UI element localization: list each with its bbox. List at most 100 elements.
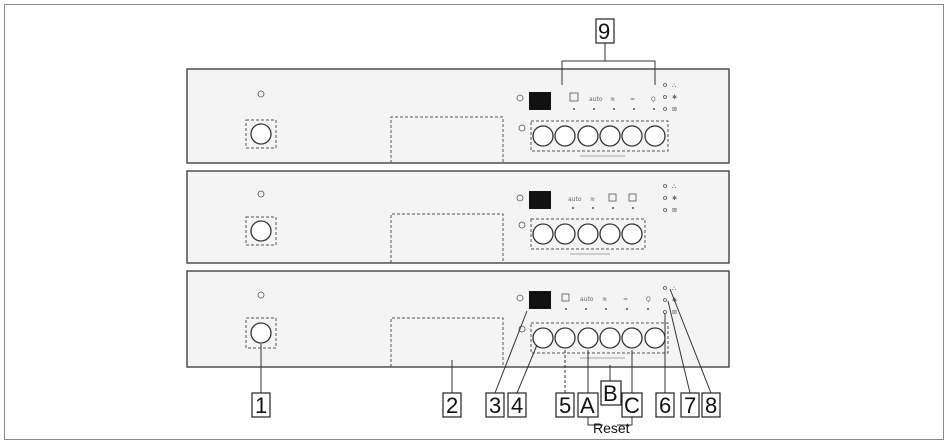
reset-bracket-right [617,417,633,426]
program-icons-middle: auto ≋ [568,193,637,209]
callout-4-box [507,392,527,418]
status-led [663,298,667,302]
program-icon [561,293,570,302]
status-led [663,107,667,111]
callout-leaders [260,288,712,426]
program-button[interactable] [621,223,643,245]
led [612,207,614,209]
callout-A: A [580,393,595,418]
program-icon [569,92,579,102]
callout-7: 7 [684,393,696,418]
led [585,308,587,310]
program-button[interactable] [532,125,554,147]
time-display [529,191,551,209]
status-led [663,95,667,99]
led [633,108,635,110]
program-icons-bottom: auto ≋ ≈ Ϙ [561,293,651,310]
leader-7 [667,300,691,394]
led [573,108,575,110]
leader-3 [494,310,528,394]
power-button-outline [245,119,277,149]
led [565,308,567,310]
callout-9-group: 9 [561,18,656,85]
program-button[interactable] [599,327,621,349]
callout-6: 6 [659,393,671,418]
program-button[interactable] [621,125,643,147]
program-button[interactable] [554,125,576,147]
power-indicator-icon [257,190,265,198]
program-button[interactable] [644,125,666,147]
delay-timer-icon [518,124,526,132]
program-buttons-outline [530,120,669,152]
program-button[interactable] [532,327,554,349]
power-button[interactable] [250,322,272,344]
control-panel-bottom: auto ≋ ≈ Ϙ ⛬ ✱ ⊠ [186,270,730,368]
callout-7-box [680,392,700,418]
door-handle-recess [390,116,504,163]
callout-4: 4 [511,393,523,418]
program-icon: ≋ [610,96,615,103]
panel-face-bottom [186,270,730,368]
status-led [663,184,667,188]
door-handle-recess [390,213,504,263]
power-button[interactable] [250,220,272,242]
control-panel-middle: auto ≋ ⛬ ✱ ⊠ [186,170,730,264]
callout-5: 5 [559,393,571,418]
program-button[interactable] [577,327,599,349]
program-icons-top: auto ≋ ≈ Ϙ [569,92,656,110]
dishwasher-control-panels-diagram: auto ≋ ≈ Ϙ ⛬ ✱ ⊠ [186,18,730,436]
program-button[interactable] [621,327,643,349]
power-indicator-icon [257,291,265,299]
callout-1-box [251,392,271,418]
callout-5-box [555,392,575,418]
program-button[interactable] [644,327,666,349]
program-button[interactable] [532,223,554,245]
status-indicators-top: ⛬ ✱ ⊠ [663,82,677,113]
led [572,207,574,209]
delay-timer-icon [518,325,526,333]
time-display [529,291,551,309]
delay-timer-icon [518,221,526,229]
program-buttons-outline [530,218,646,250]
program-icon [608,193,617,202]
rinse-aid-icon: ⊠ [672,106,677,113]
program-buttons-outline [530,322,669,354]
callout-B-box [600,380,622,406]
program-icon: ≋ [602,296,607,303]
callout-3-box [485,392,505,418]
panel-face-top [186,68,730,164]
callout-3: 3 [489,393,501,418]
auto-program-icon: auto [589,96,603,103]
program-button[interactable] [599,125,621,147]
program-button[interactable] [577,223,599,245]
program-icon: ≈ [630,96,635,103]
auto-program-icon: auto [568,196,582,203]
reset-bracket-left [587,417,603,426]
leader-4 [516,344,538,394]
program-button[interactable] [599,223,621,245]
auto-program-icon: auto [580,296,594,303]
program-button[interactable] [554,223,576,245]
callout-A-box [577,392,599,418]
callout-6-box [655,392,675,418]
control-panel-top: auto ≋ ≈ Ϙ ⛬ ✱ ⊠ [186,68,730,164]
callout-1: 1 [255,393,267,418]
water-tap-icon: ⛬ [672,183,676,190]
program-icon: ≋ [590,196,595,203]
led [593,108,595,110]
program-button[interactable] [577,125,599,147]
status-led [663,286,667,290]
callout-2-box [442,392,462,418]
callout-9: 9 [598,19,610,44]
power-button[interactable] [250,123,272,145]
program-icon: Ϙ [646,296,651,303]
timer-icon [516,194,524,202]
program-button[interactable] [554,327,576,349]
water-tap-icon: ⛬ [672,285,676,292]
rinse-aid-icon: ⊠ [672,207,677,214]
led [632,207,634,209]
door-handle-recess [390,317,504,367]
callout-8: 8 [705,393,717,418]
callout-boxes: 1 2 3 4 5 A B C 6 7 8 Reset [251,380,721,436]
timer-icon [516,94,524,102]
